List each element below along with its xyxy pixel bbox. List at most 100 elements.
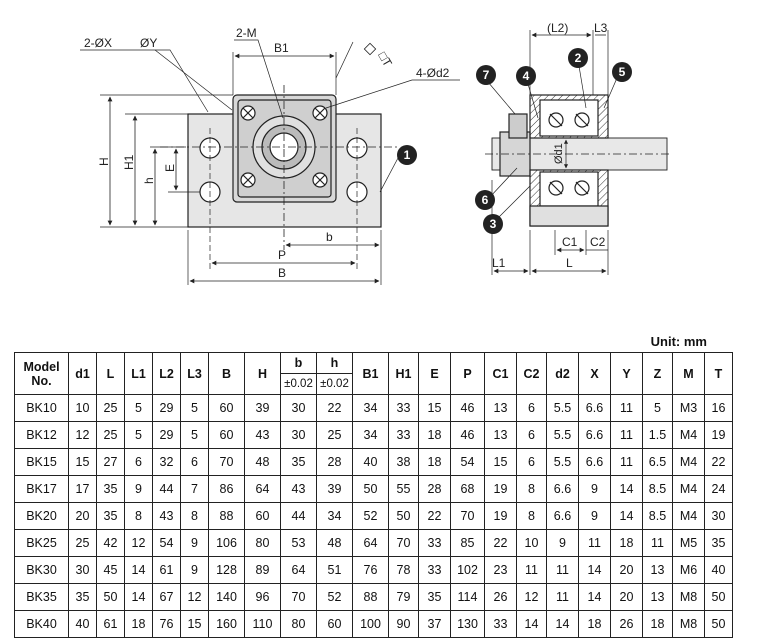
value-cell: 9 xyxy=(578,475,611,503)
model-cell: BK10 xyxy=(14,394,69,422)
model-cell: BK25 xyxy=(14,529,69,557)
value-cell: 11 xyxy=(642,529,673,557)
label-b-big: B xyxy=(278,266,286,280)
value-cell: 11 xyxy=(610,394,643,422)
svg-text:5: 5 xyxy=(619,65,626,79)
value-cell: 30 xyxy=(68,556,97,584)
value-cell: 30 xyxy=(280,394,317,422)
value-cell: 13 xyxy=(484,394,517,422)
value-cell: 8 xyxy=(124,502,153,530)
value-cell: 130 xyxy=(450,610,485,638)
header-l: L xyxy=(96,352,125,395)
value-cell: 25 xyxy=(68,529,97,557)
value-cell: 15 xyxy=(484,448,517,476)
header-l1: L1 xyxy=(124,352,153,395)
value-cell: 12 xyxy=(516,583,547,611)
value-cell: 61 xyxy=(152,556,181,584)
value-cell: 20 xyxy=(68,502,97,530)
screw-holes xyxy=(240,105,328,188)
value-cell: 22 xyxy=(316,394,353,422)
model-cell: BK30 xyxy=(14,556,69,584)
header-h-small: h xyxy=(316,352,353,374)
value-cell: 55 xyxy=(388,475,419,503)
bubble-3: 3 xyxy=(483,214,503,234)
value-cell: 5 xyxy=(124,394,153,422)
value-cell: 20 xyxy=(610,556,643,584)
value-cell: 5 xyxy=(180,394,209,422)
svg-text:7: 7 xyxy=(483,68,490,82)
value-cell: 26 xyxy=(484,583,517,611)
value-cell: 11 xyxy=(546,556,579,584)
header-x: X xyxy=(578,352,611,395)
header-d2: d2 xyxy=(546,352,579,395)
value-cell: 34 xyxy=(352,394,389,422)
value-cell: 70 xyxy=(208,448,245,476)
value-cell: 35 xyxy=(418,583,451,611)
technical-drawing: 2-ØX ØY 2-M B1 □T 4-Ød2 H H1 h E b P B 1 xyxy=(80,21,670,285)
value-cell: 89 xyxy=(244,556,281,584)
side-view xyxy=(485,30,670,275)
value-cell: 10 xyxy=(516,529,547,557)
value-cell: M4 xyxy=(672,502,705,530)
header-l2: L2 xyxy=(152,352,181,395)
value-cell: 18 xyxy=(642,610,673,638)
value-cell: 43 xyxy=(244,421,281,449)
value-cell: 64 xyxy=(352,529,389,557)
value-cell: 80 xyxy=(244,529,281,557)
value-cell: 18 xyxy=(578,610,611,638)
value-cell: 13 xyxy=(484,421,517,449)
value-cell: 39 xyxy=(316,475,353,503)
header-c2: C2 xyxy=(516,352,547,395)
value-cell: 67 xyxy=(152,583,181,611)
label-4-dia-d2: 4-Ød2 xyxy=(416,66,450,80)
value-cell: 102 xyxy=(450,556,485,584)
tolerance-h: ±0.02 xyxy=(316,373,353,395)
value-cell: 61 xyxy=(96,610,125,638)
header-b: B xyxy=(208,352,245,395)
label-h-small: h xyxy=(142,177,156,184)
value-cell: 24 xyxy=(704,475,733,503)
tolerance-b: ±0.02 xyxy=(280,373,317,395)
label-d1: Ød1 xyxy=(553,143,565,164)
value-cell: 64 xyxy=(244,475,281,503)
value-cell: 14 xyxy=(546,610,579,638)
value-cell: M4 xyxy=(672,448,705,476)
value-cell: 11 xyxy=(610,448,643,476)
value-cell: 33 xyxy=(388,421,419,449)
value-cell: 8.5 xyxy=(642,475,673,503)
value-cell: 6.6 xyxy=(578,394,611,422)
value-cell: 35 xyxy=(280,448,317,476)
header-h: H xyxy=(244,352,281,395)
label-t: □T xyxy=(375,50,395,70)
header-c1: C1 xyxy=(484,352,517,395)
value-cell: 46 xyxy=(450,394,485,422)
value-cell: 44 xyxy=(152,475,181,503)
value-cell: M6 xyxy=(672,556,705,584)
value-cell: 50 xyxy=(704,583,733,611)
value-cell: 88 xyxy=(208,502,245,530)
value-cell: 33 xyxy=(418,556,451,584)
value-cell: 27 xyxy=(96,448,125,476)
value-cell: 9 xyxy=(180,529,209,557)
value-cell: M3 xyxy=(672,394,705,422)
unit-label: Unit: mm xyxy=(650,334,707,349)
value-cell: 38 xyxy=(388,448,419,476)
value-cell: 50 xyxy=(96,583,125,611)
value-cell: 54 xyxy=(152,529,181,557)
value-cell: 70 xyxy=(388,529,419,557)
value-cell: 90 xyxy=(388,610,419,638)
label-2-dia-x: 2-ØX xyxy=(84,36,112,50)
value-cell: 54 xyxy=(450,448,485,476)
bubble-7: 7 xyxy=(476,65,496,85)
value-cell: 50 xyxy=(388,502,419,530)
value-cell: 25 xyxy=(96,421,125,449)
model-cell: BK17 xyxy=(14,475,69,503)
value-cell: 14 xyxy=(124,556,153,584)
value-cell: 106 xyxy=(208,529,245,557)
value-cell: 53 xyxy=(280,529,317,557)
value-cell: 6.6 xyxy=(546,475,579,503)
value-cell: 160 xyxy=(208,610,245,638)
